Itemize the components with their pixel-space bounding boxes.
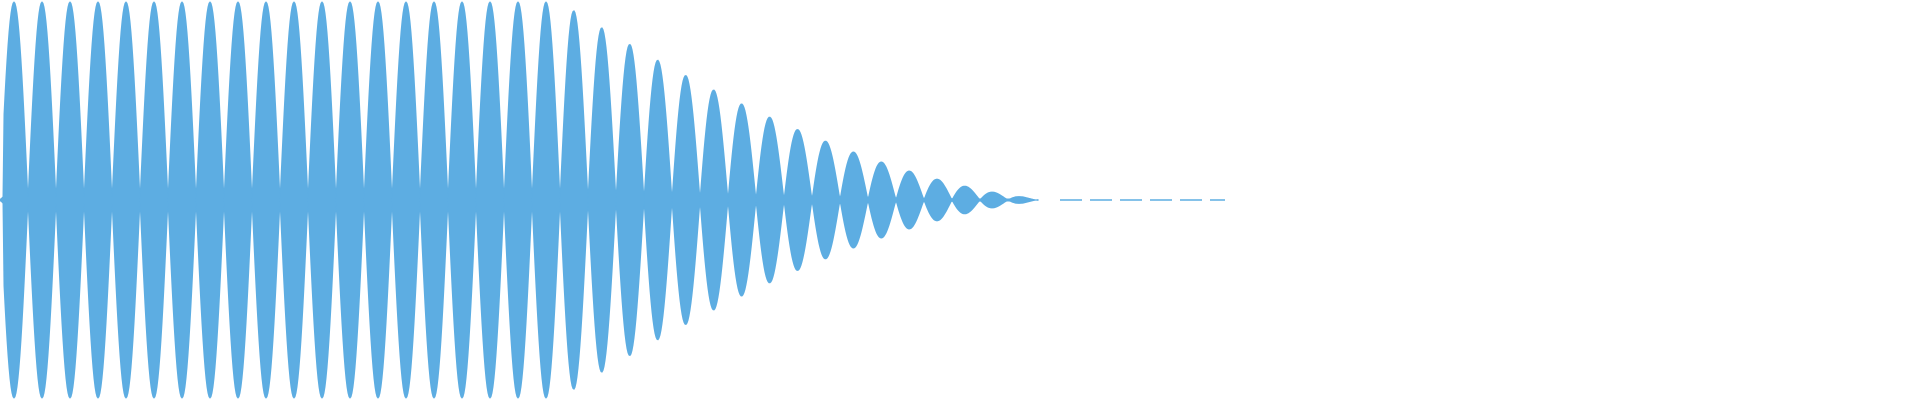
waveform-fill [0,1,1039,399]
